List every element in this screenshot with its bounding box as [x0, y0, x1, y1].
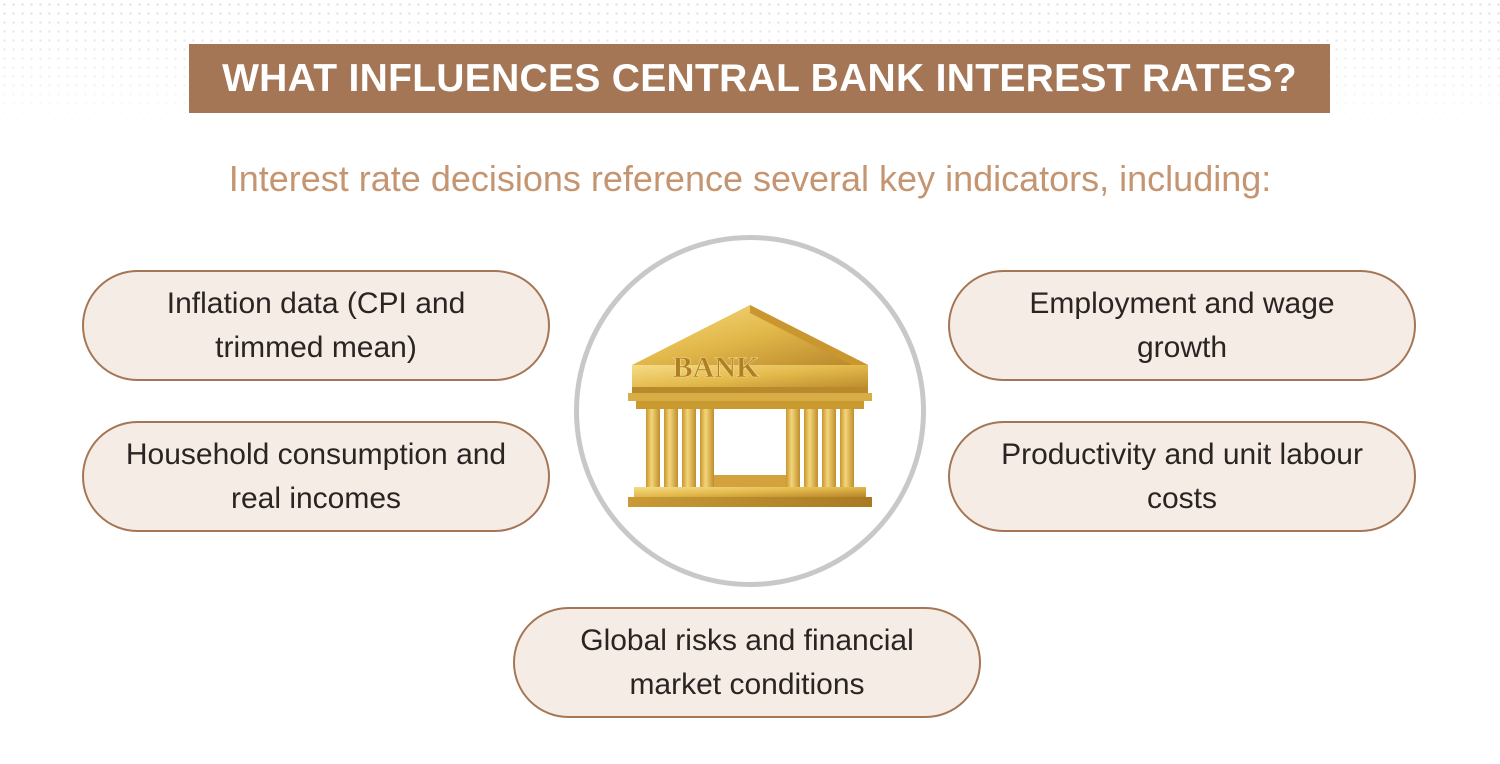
indicator-pill-inflation: Inflation data (CPI and trimmed mean) [82, 270, 550, 381]
indicator-label: Employment and wage growth [1029, 286, 1335, 364]
indicator-pill-global-risks: Global risks and financial market condit… [513, 607, 981, 718]
indicator-pill-employment: Employment and wage growth [948, 270, 1416, 381]
indicator-label: Productivity and unit labour costs [1001, 437, 1363, 515]
indicator-label: Global risks and financial market condit… [580, 623, 914, 701]
bank-building-icon: BANK [628, 305, 872, 507]
indicator-pill-productivity: Productivity and unit labour costs [948, 421, 1416, 532]
indicator-pill-household: Household consumption and real incomes [82, 421, 550, 532]
indicator-label: Inflation data (CPI and trimmed mean) [166, 286, 466, 364]
indicator-label: Household consumption and real incomes [125, 437, 507, 515]
title-banner: WHAT INFLUENCES CENTRAL BANK INTEREST RA… [189, 44, 1330, 113]
page-title: WHAT INFLUENCES CENTRAL BANK INTEREST RA… [222, 56, 1297, 100]
subtitle: Interest rate decisions reference severa… [228, 158, 1272, 199]
center-circle [574, 235, 926, 587]
bank-sign-text: BANK [673, 351, 760, 384]
